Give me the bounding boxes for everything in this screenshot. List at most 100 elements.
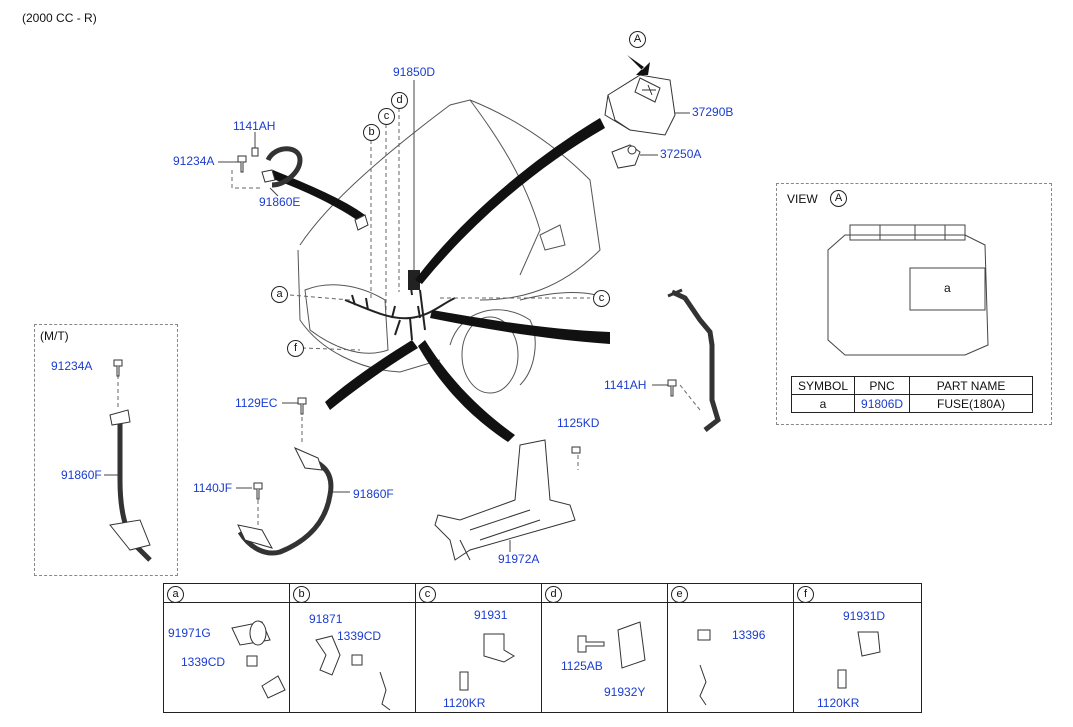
view-a-title: VIEW — [787, 192, 818, 206]
bolt-1141AH-top — [251, 147, 259, 157]
mt-box-title: (M/T) — [40, 329, 69, 343]
detail-part-91931D[interactable]: 91931D — [843, 609, 886, 623]
main-wire-harness — [344, 279, 456, 341]
view-fuse-a-label[interactable]: a — [944, 281, 951, 295]
harness-connector — [408, 270, 420, 290]
clip-91860E-part — [261, 146, 303, 188]
part-label-91850D[interactable]: 91850D — [393, 65, 436, 79]
part-label-37250A[interactable]: 37250A — [660, 147, 702, 161]
part-91871 — [315, 635, 341, 676]
table-header-row: SYMBOL PNC PART NAME — [790, 376, 1034, 395]
detail-part-1120KR-f[interactable]: 1120KR — [817, 696, 860, 710]
table-header-symbol: SYMBOL — [790, 376, 856, 395]
table-cell-part-name: FUSE(180A) — [909, 394, 1034, 413]
bolt-1120KR-c — [459, 671, 469, 691]
part-label-37290B[interactable]: 37290B — [692, 105, 734, 119]
view-a-callout: A — [830, 190, 847, 207]
leader-f — [301, 347, 361, 351]
part-91932Y — [617, 621, 646, 669]
bracket-e — [699, 664, 707, 706]
detail-strip-header-line — [164, 584, 921, 603]
clamp-a — [261, 675, 286, 699]
callout-b[interactable]: b — [363, 124, 380, 141]
bolt-91234A-mt — [113, 359, 123, 377]
table-cell-symbol: a — [790, 394, 856, 413]
callout-f[interactable]: f — [287, 340, 304, 357]
detail-drawings — [231, 620, 881, 711]
part-label-91860E[interactable]: 91860E — [259, 195, 301, 209]
detail-part-91932Y[interactable]: 91932Y — [604, 685, 646, 699]
detail-part-1120KR-c[interactable]: 1120KR — [443, 696, 486, 710]
part-label-91972A[interactable]: 91972A — [498, 552, 540, 566]
detail-part-1339CD-b[interactable]: 1339CD — [337, 629, 382, 643]
bolt-1140JF — [253, 482, 263, 500]
part-label-91860F-mt[interactable]: 91860F — [61, 468, 102, 482]
detail-divider — [415, 584, 416, 712]
leader-swooshes — [270, 118, 610, 442]
bolt-1141AH-right — [667, 379, 677, 397]
callout-d[interactable]: d — [391, 92, 408, 109]
car-windshield-outline — [469, 99, 541, 276]
part-label-1141AH-right[interactable]: 1141AH — [604, 378, 647, 392]
detail-part-13396[interactable]: 13396 — [732, 628, 766, 642]
bolt-91234A-top — [237, 155, 247, 173]
detail-key-b: b — [293, 586, 310, 603]
car-grille-outline — [304, 284, 389, 354]
engine-spec-label: (2000 CC - R) — [22, 11, 97, 25]
detail-key-a: a — [167, 586, 184, 603]
part-label-91860F[interactable]: 91860F — [353, 487, 394, 501]
detail-part-1125AB[interactable]: 1125AB — [561, 659, 603, 673]
table-row: a 91806D FUSE(180A) — [790, 394, 1034, 413]
detail-part-91931[interactable]: 91931 — [474, 608, 508, 622]
table-header-part-name: PART NAME — [909, 376, 1034, 395]
detail-strip — [163, 583, 922, 713]
view-fuse-box — [827, 224, 989, 356]
leader-1141AH-right — [679, 384, 701, 411]
part-label-1140JF[interactable]: 1140JF — [193, 481, 233, 495]
part-91931D — [857, 631, 881, 657]
detail-divider — [667, 584, 668, 712]
callout-a[interactable]: a — [271, 286, 288, 303]
part-label-91234A-top[interactable]: 91234A — [173, 154, 215, 168]
car-mirror — [539, 224, 566, 251]
fuse-box-part — [604, 74, 676, 136]
detail-part-91871[interactable]: 91871 — [309, 612, 343, 626]
ground-cable-main — [237, 446, 334, 556]
bolt-1129EC — [297, 397, 307, 415]
detail-key-e: e — [671, 586, 688, 603]
leader-91860E — [269, 187, 279, 197]
clip-on-hood — [354, 214, 369, 231]
battery-terminal-part — [611, 144, 641, 169]
detail-divider — [541, 584, 542, 712]
part-label-91234A-mt[interactable]: 91234A — [51, 359, 93, 373]
part-label-1125KD[interactable]: 1125KD — [557, 416, 600, 430]
car-wheel — [461, 316, 519, 394]
arrow-to-fuse-box — [627, 55, 650, 75]
part-label-1129EC[interactable]: 1129EC — [235, 396, 278, 410]
callout-c[interactable]: c — [378, 108, 395, 125]
part-13396 — [697, 629, 711, 641]
ground-cable-mt — [109, 409, 152, 562]
detail-part-91971G[interactable]: 91971G — [168, 626, 211, 640]
part-1125AB — [577, 635, 605, 653]
part-label-1141AH-top[interactable]: 1141AH — [233, 119, 276, 133]
bolt-1120KR-f — [837, 669, 847, 689]
callout-A[interactable]: A — [629, 31, 646, 48]
car-front-outline — [297, 249, 441, 373]
table-cell-pnc[interactable]: 91806D — [854, 394, 911, 413]
battery-cable-right — [667, 288, 721, 432]
leader-a — [289, 294, 351, 301]
detail-divider — [793, 584, 794, 712]
part-91931 — [483, 633, 515, 663]
leader-91234A-top — [231, 170, 262, 189]
callout-c-right[interactable]: c — [593, 290, 610, 307]
part-1339CD-a — [246, 655, 258, 667]
bolt-1125KD — [571, 446, 581, 454]
mt-variant-box — [34, 324, 178, 576]
table-header-pnc: PNC — [854, 376, 911, 395]
detail-divider — [289, 584, 290, 712]
view-fuse-a-box — [909, 267, 986, 311]
detail-key-f: f — [797, 586, 814, 603]
detail-part-1339CD-a[interactable]: 1339CD — [181, 655, 226, 669]
